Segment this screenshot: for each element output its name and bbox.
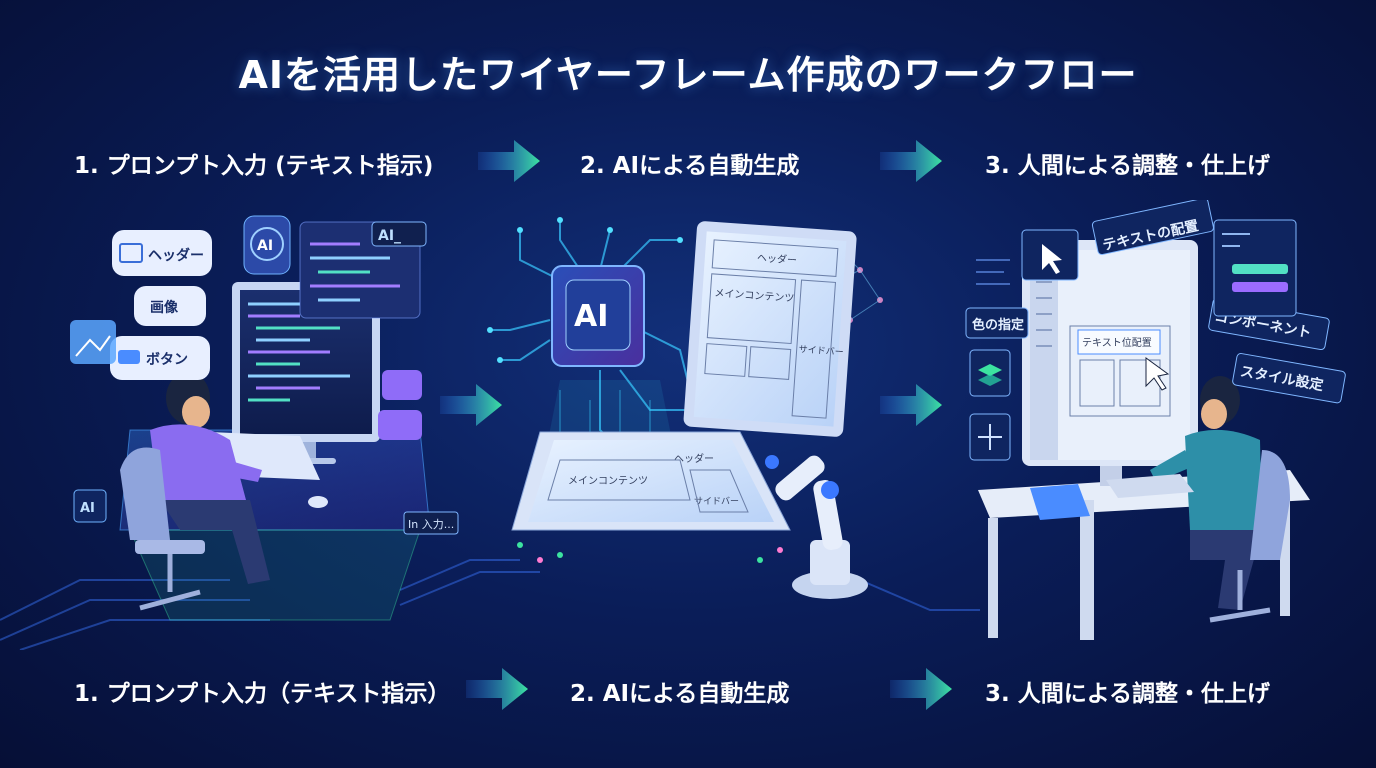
arrow-right-icon <box>880 384 942 426</box>
svg-text:ヘッダー: ヘッダー <box>148 247 204 264</box>
code-lines <box>248 302 350 402</box>
ai-chip-label: AI <box>574 299 608 334</box>
ai-prompt-field <box>371 221 427 247</box>
svg-text:In 入力...: In 入力... <box>408 518 454 531</box>
ai-badge-icon: AI <box>243 215 291 275</box>
step-1-label: 1. プロンプト入力（テキスト指示） <box>74 681 451 707</box>
tag-color-spec: 色の指定 <box>965 307 1029 339</box>
step-3-label: 3. 人間による調整・仕上げ <box>985 681 1271 707</box>
prompt-bubble-image: 画像 <box>134 286 206 326</box>
step-3-label: 3. 人間による調整・仕上げ <box>985 153 1271 179</box>
cursor-icon <box>1042 244 1062 274</box>
tag-style-setting: スタイル設定 <box>1232 352 1346 404</box>
chat-bubble-icon <box>382 370 422 400</box>
generated-wireframe-tablet: ヘッダー メインコンテンツ サイドバー <box>511 431 791 531</box>
generated-wireframe-monitor: ヘッダー メインコンテンツ サイドバー <box>683 221 857 437</box>
step-row-top: 1. プロンプト入力 (テキスト指示) 2. AIによる自動生成 3. 人間によ… <box>0 132 1376 192</box>
svg-text:AI: AI <box>80 501 95 516</box>
svg-text:メインコンテンツ: メインコンテンツ <box>568 476 648 487</box>
wireframe-canvas <box>1069 325 1171 417</box>
step-1-label: 1. プロンプト入力 (テキスト指示) <box>74 153 434 179</box>
chat-bubble-icon <box>378 410 422 440</box>
arrow-right-icon <box>880 140 942 182</box>
svg-text:AI_: AI_ <box>378 228 401 244</box>
panel-ai-generation: AI ヘッダー メインコンテンツ サイドバー <box>487 217 883 599</box>
svg-text:ボタン: ボタン <box>146 352 188 368</box>
arrow-right-icon <box>466 668 528 710</box>
panel-prompt-input: ヘッダー 画像 ボタン AI AI_ <box>70 215 459 621</box>
page-title: AIを活用したワイヤーフレーム作成のワークフロー <box>238 53 1138 97</box>
circuit-lines <box>0 559 980 650</box>
svg-text:サイドバー: サイドバー <box>694 496 739 507</box>
step-2-label: 2. AIによる自動生成 <box>580 153 800 179</box>
panel-human-refinement: テキスト位配置 テキストの配置 色の指定 コンポーネント <box>965 200 1346 640</box>
workflow-illustration: ヘッダー 画像 ボタン AI AI_ <box>0 200 1346 650</box>
cursor-icon <box>1145 357 1170 391</box>
prompt-bubble-header: ヘッダー <box>112 230 212 276</box>
svg-text:AI: AI <box>257 238 273 254</box>
robot-arm-icon <box>765 455 868 599</box>
input-tag <box>403 511 459 535</box>
svg-text:画像: 画像 <box>150 299 179 316</box>
screen-label: テキスト位配置 <box>1082 336 1152 349</box>
prompt-bubble-button: ボタン <box>110 336 210 380</box>
arrow-right-icon <box>478 140 540 182</box>
arrow-right-icon <box>440 384 502 426</box>
svg-text:ヘッダー: ヘッダー <box>674 452 714 465</box>
step-2-label: 2. AIによる自動生成 <box>570 681 790 707</box>
svg-text:色の指定: 色の指定 <box>972 317 1024 333</box>
svg-text:ヘッダー: ヘッダー <box>757 251 798 267</box>
svg-text:サイドバー: サイドバー <box>798 344 844 358</box>
ai-chip-icon: AI <box>73 489 107 523</box>
arrow-right-icon <box>890 668 952 710</box>
step-row-bottom: 1. プロンプト入力（テキスト指示） 2. AIによる自動生成 3. 人間による… <box>0 660 1376 720</box>
